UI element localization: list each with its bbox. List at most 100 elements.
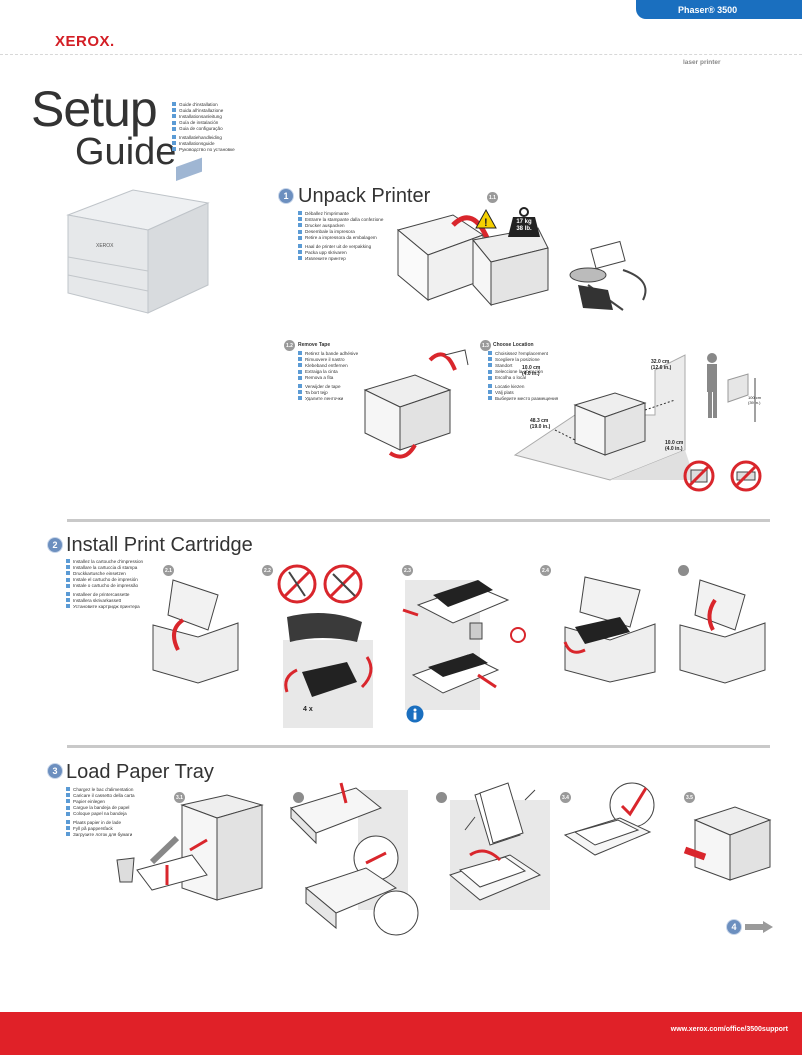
step-3-badge: 3 xyxy=(48,764,62,778)
shake-count: 4 x xyxy=(303,706,313,713)
translation-item: Retirez la bande adhésive xyxy=(298,350,358,356)
page-title-guide: Guide xyxy=(75,131,177,173)
cartridge-bag-illustration xyxy=(282,612,373,722)
support-url[interactable]: www.xerox.com/office/3500support xyxy=(670,1026,788,1033)
translation-item: Plaats papier in de lade xyxy=(66,819,135,825)
translation-item: Installeer de printercassette xyxy=(66,591,143,597)
step-3-5-badge: 3.5 xyxy=(684,792,695,803)
load-paper-illustration xyxy=(445,775,560,915)
next-step-badge: 4 xyxy=(727,920,741,934)
step-2-4-badge: 2.4 xyxy=(540,565,551,576)
unwrap-cartridge-illustration xyxy=(398,565,538,700)
section-divider xyxy=(67,745,770,748)
language-item: Installationsguide xyxy=(172,140,235,146)
translation-item: Remova a fita xyxy=(298,375,358,381)
warning-icon: ! xyxy=(475,208,497,229)
translation-item: Klebeband entfernen xyxy=(298,362,358,368)
next-arrow-icon xyxy=(745,921,773,933)
language-list: Guide d'installation Guida all'installaz… xyxy=(172,101,235,153)
svg-text:!: ! xyxy=(484,217,488,229)
header-divider xyxy=(0,54,802,55)
step-1-1-badge: 1.1 xyxy=(487,192,498,203)
language-item: Руководство по установке xyxy=(172,146,235,152)
reinsert-tray-illustration xyxy=(683,795,775,885)
dim-height: 100 cm(39 in.) xyxy=(748,395,762,405)
step-3-3-badge xyxy=(436,792,447,803)
translation-item: Standort xyxy=(488,362,558,368)
step-1-2-badge: 1.2 xyxy=(284,340,295,351)
translation-item: Instale o cartucho de impressão xyxy=(66,583,143,589)
translation-item: Chargez le bac d'alimentation xyxy=(66,786,135,792)
translation-item: Choisissez l'emplacement xyxy=(488,350,558,356)
translation-item: Удалите ленточки xyxy=(298,395,358,401)
person-height-illustration xyxy=(700,350,765,430)
step-2-1-badge: 2.1 xyxy=(163,565,174,576)
translation-item: Coloque papel na bandeja xyxy=(66,811,135,817)
language-item: Guide d'installation xyxy=(172,101,235,107)
dim-right: 32.0 cm(12.6 in.) xyxy=(651,359,672,371)
location-room-illustration xyxy=(513,354,695,481)
step-1-translations: Déballez l'imprimante Estrarre la stampa… xyxy=(298,210,383,262)
translation-item: Scegliere la posizione xyxy=(488,356,558,362)
translation-item: Locatie kiezen xyxy=(488,383,558,389)
step-2-title: Install Print Cartridge xyxy=(66,534,253,556)
translation-item: Retire a impressora da embalagem xyxy=(298,235,383,241)
translation-item: Instale el cartucho de impresión xyxy=(66,577,143,583)
language-item: Guía de instalación xyxy=(172,120,235,126)
svg-text:XEROX: XEROX xyxy=(96,243,114,249)
weight-icon xyxy=(508,207,540,237)
translation-item: Ta bort tejp xyxy=(298,389,358,395)
adjust-guides-illustration xyxy=(286,778,419,943)
translation-item: Desembale la impresora xyxy=(298,229,383,235)
translation-item: Escolha o local xyxy=(488,375,558,381)
translation-item: Выберите место размещения xyxy=(488,395,558,401)
translation-item: Rimuovere il nastro xyxy=(298,356,358,362)
translation-item: Extraiga la cinta xyxy=(298,369,358,375)
step-1-2-translations: Retirez la bande adhésive Rimuovere il n… xyxy=(298,350,358,402)
translation-item: Druckkartusche einsetzen xyxy=(66,570,143,576)
step-1-3-title: Choose Location xyxy=(493,342,534,348)
product-tab: Phaser® 3500 xyxy=(636,0,802,19)
no-tools-icons xyxy=(275,562,370,607)
dim-side: 10.0 cm(4.0 in.) xyxy=(665,440,684,452)
product-subtitle: laser printer xyxy=(683,59,721,66)
translation-item: Установите картридж принтера xyxy=(66,603,143,609)
step-1-badge: 1 xyxy=(279,189,293,203)
step-2-3-badge: 2.3 xyxy=(402,565,413,576)
unpack-illustration xyxy=(393,200,663,325)
no-power-strip-icon xyxy=(730,460,762,492)
step-3-title: Load Paper Tray xyxy=(66,761,214,783)
step-2-5-badge xyxy=(678,565,689,576)
language-item: Guida all'installazione xyxy=(172,107,235,113)
step-3-4-badge: 3.4 xyxy=(560,792,571,803)
step-1-3-translations: Choisissez l'emplacement Scegliere la po… xyxy=(488,350,558,402)
translation-item: Verwijder de tape xyxy=(298,383,358,389)
close-cover-illustration xyxy=(675,575,770,685)
footer-band xyxy=(0,1012,802,1055)
translation-item: Haal de printer uit de verpakking xyxy=(298,243,383,249)
paper-limit-illustration xyxy=(560,780,665,860)
translation-item: Fyll på pappersfack xyxy=(66,825,135,831)
printer-hero-image: XEROX xyxy=(58,157,213,315)
language-item: Guia de configuração xyxy=(172,126,235,132)
translation-item: Papier einlegen xyxy=(66,798,135,804)
section-divider xyxy=(67,519,770,522)
translation-item: Drucker auspacken xyxy=(298,222,383,228)
translation-item: Seleccione la ubicación xyxy=(488,369,558,375)
translation-item: Cargue la bandeja de papel xyxy=(66,805,135,811)
step-3-1-badge: 3.1 xyxy=(174,792,185,803)
dim-back: 10.0 cm(4.0 in.) xyxy=(522,365,541,377)
product-name: Phaser® 3500 xyxy=(678,4,738,15)
translation-item: Packa upp skrivaren xyxy=(298,249,383,255)
remove-tray-illustration xyxy=(112,790,267,910)
dim-front: 48.3 cm(19.0 in.) xyxy=(530,418,551,430)
language-item: Installatiehandleiding xyxy=(172,134,235,140)
step-2-badge: 2 xyxy=(48,538,62,552)
translation-item: Installare la cartuccia di stampa xyxy=(66,564,143,570)
remove-tape-illustration xyxy=(360,345,470,460)
step-3-translations: Chargez le bac d'alimentation Caricare i… xyxy=(66,786,135,838)
translation-item: Välj plats xyxy=(488,389,558,395)
info-icon xyxy=(406,705,424,723)
translation-item: Installera skrivarkassett xyxy=(66,597,143,603)
step-1-3-badge: 1.3 xyxy=(480,340,491,351)
